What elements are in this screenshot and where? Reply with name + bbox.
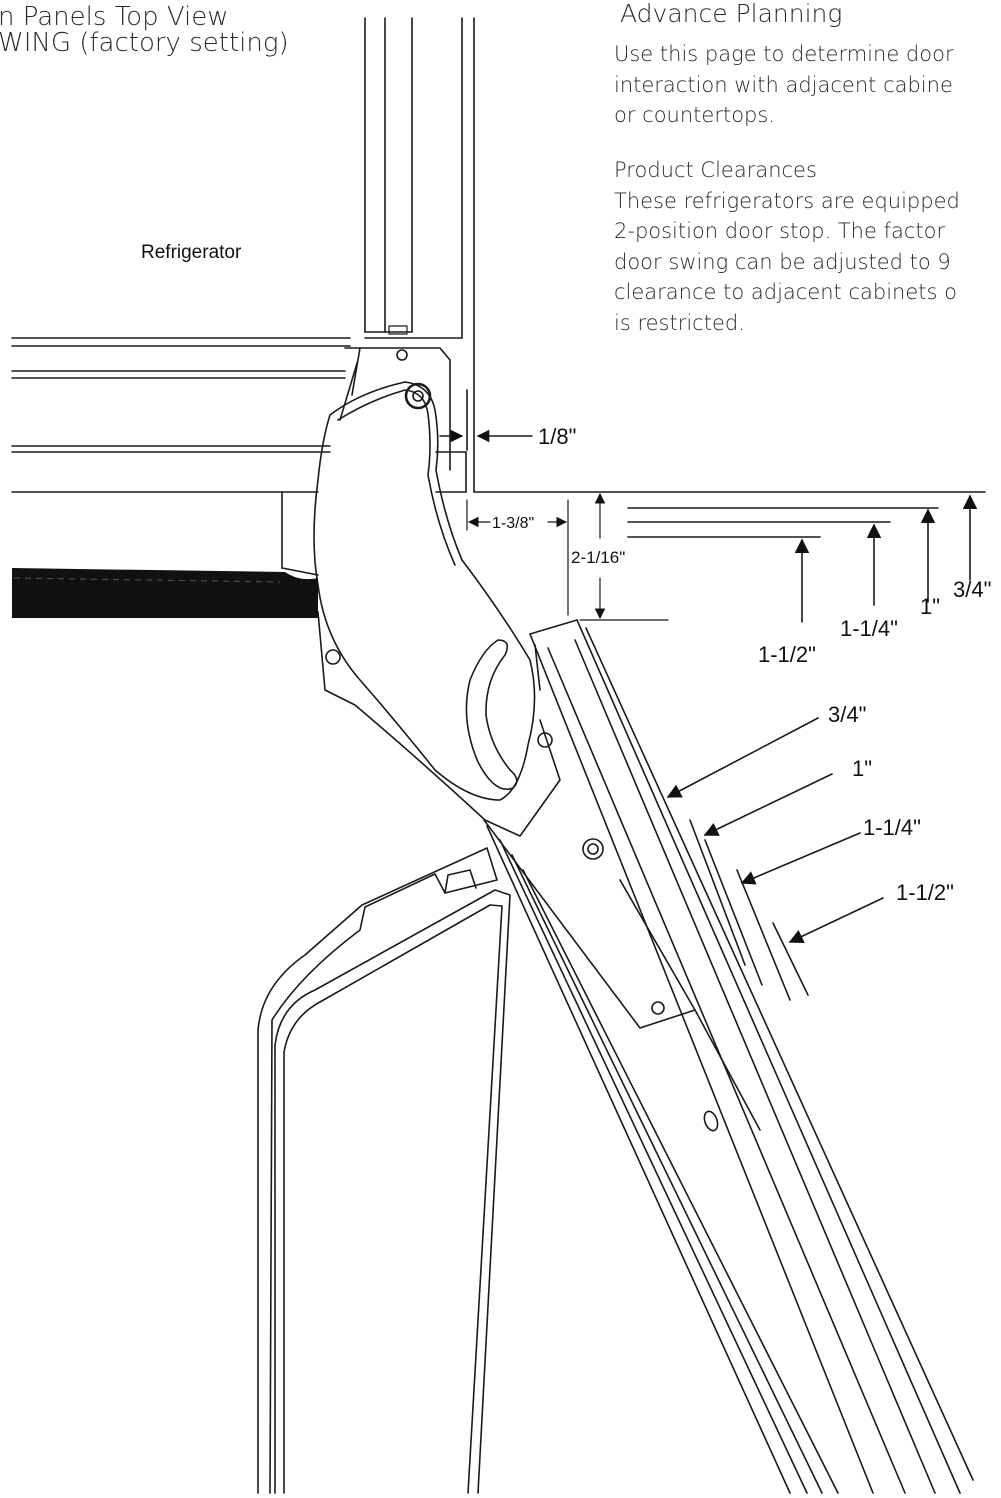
hinge-screw-5 [651,1001,665,1015]
offset-dimension [466,499,569,616]
product-clearances-heading: Product Clearances [614,158,817,182]
countertop-panel-lines [627,507,939,538]
clearances-line-5: is restricted. [614,311,745,335]
side-thickness-arrows [666,717,884,943]
hinge-pivot-bolt [404,382,432,410]
clearances-line-3: door swing can be adjusted to 9 [614,250,951,274]
refrigerator-layers [11,337,467,576]
top-thickness-label-3-4: 3/4" [953,577,991,602]
page-title-line-2: WING (factory setting) [0,28,289,58]
hinge-slot [465,639,518,790]
hinge-slot-screw [703,1110,719,1132]
offset-dimension-label: 1-3/8" [492,515,534,532]
gap-dimension-label: 1/8" [538,424,576,449]
door-bin [257,847,511,1494]
clearances-line-4: clearance to adjacent cabinets o [614,280,957,304]
side-thickness-label-3-4: 3/4" [828,702,866,727]
planning-line-3: or countertops. [614,103,775,127]
advance-planning-heading: Advance Planning [620,0,842,28]
refrigerator-side-post [364,17,475,493]
top-thickness-label-1-1-2: 1-1/2" [758,642,816,667]
custom-panel-edges [689,819,809,1001]
side-thickness-label-1-1-4: 1-1/4" [863,815,921,840]
refrigerator-door [529,619,974,1494]
planning-line-1: Use this page to determine door [614,42,954,66]
hinge-screw-4 [582,838,604,860]
clearances-line-1: These refrigerators are equipped [614,189,960,213]
hinge-mount-bracket [339,347,451,471]
hinge-screw-2 [325,649,341,665]
top-thickness-arrows [794,494,978,623]
side-thickness-label-1: 1" [852,756,872,781]
side-thickness-label-1-1-2: 1-1/2" [896,880,954,905]
door-gasket-strip [12,568,318,618]
planning-line-2: interaction with adjacent cabine [614,73,953,97]
page-title-line-1: n Panels Top View [0,2,229,32]
depth-dimension-label: 2-1/16" [571,548,625,567]
door-liner [486,825,839,1494]
refrigerator-label: Refrigerator [141,242,242,263]
hinge-screw-1 [396,349,408,361]
top-thickness-label-1-1-4: 1-1/4" [840,616,898,641]
depth-dimension [579,492,669,621]
clearances-line-2: 2-position door stop. The factor [614,219,945,243]
hinge-lower-plate [317,611,561,837]
top-thickness-label-1: 1" [920,594,940,619]
hinge-arm [313,381,536,801]
gap-dimension [439,389,533,451]
